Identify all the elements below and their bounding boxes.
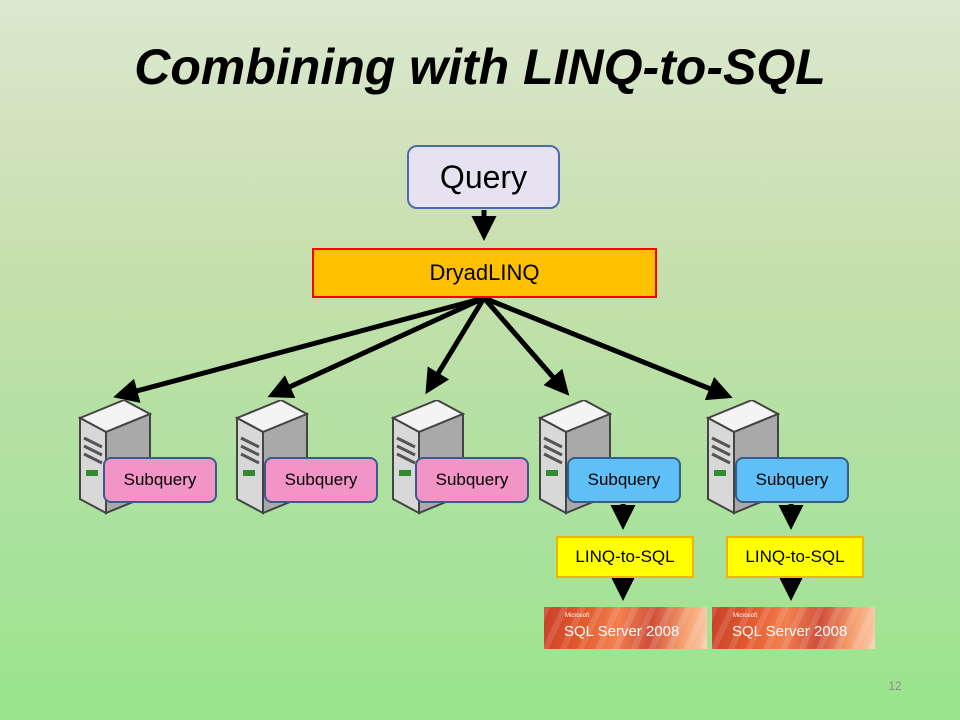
arrow-dryad-to-sub2: [267, 295, 486, 399]
sql-server-logo-text: SQL Server 2008: [564, 623, 680, 640]
subquery-box: Subquery: [567, 457, 681, 503]
linq-to-sql-box: LINQ-to-SQL: [556, 536, 694, 578]
arrow-dryad-to-sub5: [483, 295, 733, 401]
arrow-dryad-to-sub1: [113, 295, 485, 403]
sql-server-logo-text: SQL Server 2008: [732, 623, 848, 640]
linq-to-sql-box: LINQ-to-SQL: [726, 536, 864, 578]
subquery-box: Subquery: [264, 457, 378, 503]
arrow-dryad-to-sub3: [425, 296, 487, 395]
subquery-box: Subquery: [735, 457, 849, 503]
sql-server-logo: Microsoft SQL Server 2008: [712, 607, 875, 649]
subquery-box: Subquery: [103, 457, 217, 503]
dryadlinq-box: DryadLINQ: [312, 248, 657, 298]
arrow-dryad-to-sub4: [482, 296, 570, 396]
sql-server-logo-vendor: Microsoft: [565, 613, 590, 619]
sql-server-logo: Microsoft SQL Server 2008: [544, 607, 707, 649]
slide-title: Combining with LINQ-to-SQL: [134, 39, 826, 95]
page-number: 12: [888, 679, 902, 693]
sql-server-logo-vendor: Microsoft: [733, 613, 758, 619]
query-box: Query: [407, 145, 560, 209]
subquery-box: Subquery: [415, 457, 529, 503]
